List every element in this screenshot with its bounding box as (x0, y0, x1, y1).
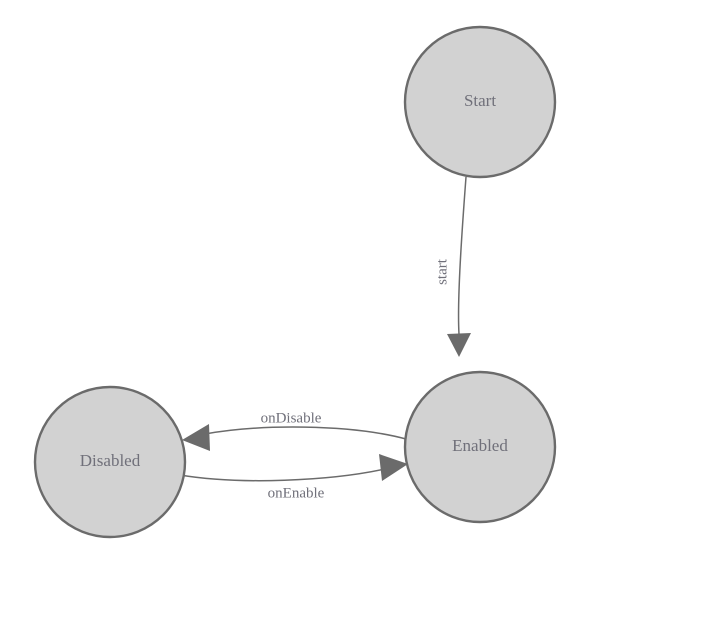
edge-enabled-to-disabled[interactable]: onDisable (182, 410, 407, 451)
node-disabled[interactable]: Disabled (33, 385, 187, 539)
node-enabled-circle[interactable] (403, 370, 557, 524)
edge-label-start: start (434, 258, 450, 285)
edge-enabled-to-disabled-arrowhead (182, 424, 210, 451)
node-enabled-label: Enabled (452, 436, 508, 455)
edge-label-on-enable: onEnable (268, 485, 325, 501)
node-start-label: Start (464, 91, 496, 110)
edge-start-to-enabled[interactable]: start (434, 176, 471, 357)
edge-start-to-enabled-arrowhead (447, 333, 471, 357)
node-disabled-label: Disabled (80, 451, 141, 470)
node-start-circle[interactable] (403, 25, 557, 179)
edge-disabled-to-enabled-arrowhead (379, 454, 408, 481)
edge-label-on-disable: onDisable (261, 410, 322, 426)
node-enabled[interactable]: Enabled (403, 370, 557, 524)
node-start[interactable]: Start (403, 25, 557, 179)
edge-start-to-enabled-path (457, 176, 467, 335)
edge-enabled-to-disabled-path (204, 426, 407, 440)
edge-disabled-to-enabled[interactable]: onEnable (179, 454, 408, 501)
edge-disabled-to-enabled-path (179, 468, 386, 482)
node-disabled-circle[interactable] (33, 385, 187, 539)
